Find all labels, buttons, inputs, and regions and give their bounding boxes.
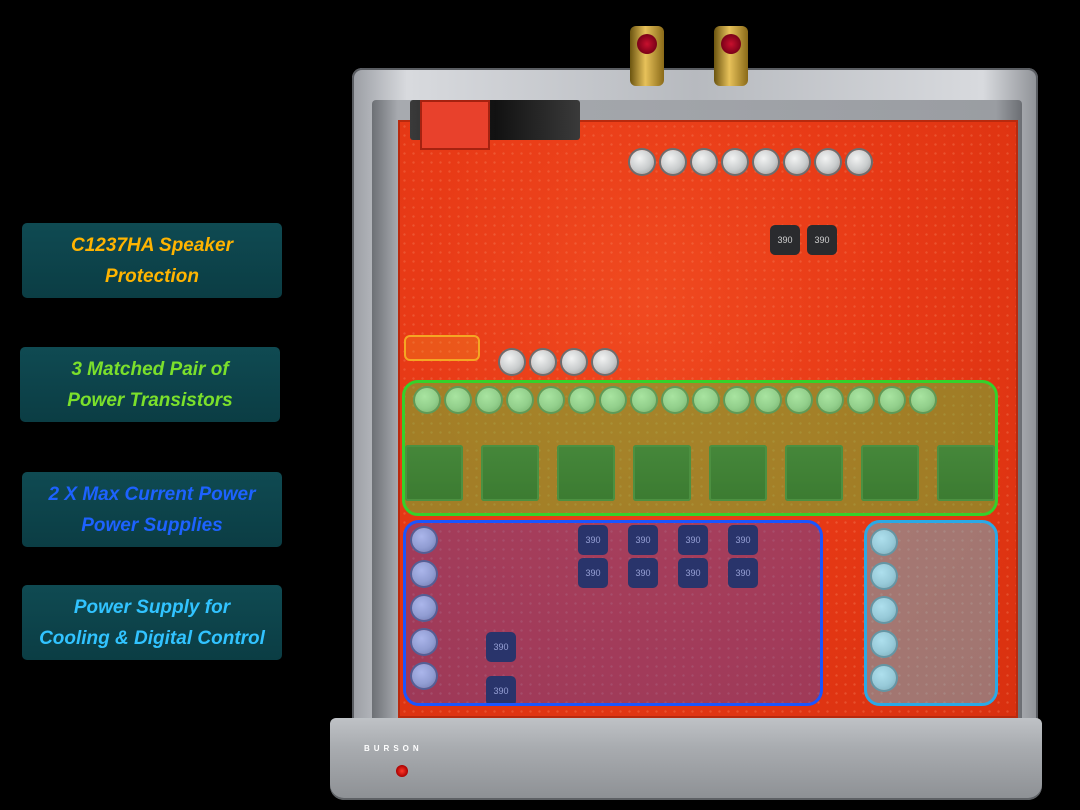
capacitor <box>754 150 778 174</box>
legend-power-supplies: 2 X Max Current Power Power Supplies <box>22 472 282 547</box>
legend-power-supplies-text: 2 X Max Current Power Power Supplies <box>48 483 256 536</box>
capacitor <box>849 388 873 412</box>
capacitor <box>412 664 436 688</box>
legend-power-transistors: 3 Matched Pair of Power Transistors <box>20 347 280 422</box>
inductor: 390 <box>807 225 837 255</box>
legend-speaker-protection-text: C1237HA Speaker Protection <box>71 234 233 287</box>
capacitor <box>723 150 747 174</box>
brand-logo: BURSON <box>364 744 423 753</box>
inductor: 390 <box>770 225 800 255</box>
inductor-column-psu: 390 390 <box>486 632 516 706</box>
capacitor <box>500 350 524 374</box>
capacitor-row-top <box>630 150 871 174</box>
power-transistor <box>405 445 463 501</box>
capacitor <box>816 150 840 174</box>
inductor: 390 <box>678 525 708 555</box>
inductor-row-top: 390 390 <box>770 225 837 255</box>
capacitor <box>412 596 436 620</box>
inductor-row-psu: 390 390 390 390 <box>578 525 758 555</box>
power-transistor <box>937 445 995 501</box>
capacitor <box>477 388 501 412</box>
capacitor <box>570 388 594 412</box>
legend-cooling-digital-supply: Power Supply for Cooling & Digital Contr… <box>22 585 282 660</box>
capacitor <box>601 388 625 412</box>
power-led <box>396 765 408 777</box>
highlight-cooling-digital-supply <box>864 520 998 706</box>
inductor-row-psu-lower: 390 390 390 390 <box>578 558 758 588</box>
capacitor <box>725 388 749 412</box>
capacitor <box>818 388 842 412</box>
power-transistor <box>709 445 767 501</box>
power-transistor-row <box>405 445 995 501</box>
capacitor <box>872 598 896 622</box>
inductor: 390 <box>578 525 608 555</box>
capacitor-column-psu <box>412 528 436 688</box>
power-transistor <box>557 445 615 501</box>
speaker-binding-post-left <box>630 26 664 86</box>
capacitor <box>415 388 439 412</box>
highlight-power-transistors <box>402 380 998 516</box>
inductor: 390 <box>678 558 708 588</box>
power-transistor <box>633 445 691 501</box>
capacitor <box>787 388 811 412</box>
capacitor <box>632 388 656 412</box>
highlight-power-supplies <box>403 520 823 706</box>
speaker-binding-post-right <box>714 26 748 86</box>
power-transistor <box>481 445 539 501</box>
front-panel <box>330 718 1042 800</box>
capacitor <box>508 388 532 412</box>
inductor: 390 <box>728 558 758 588</box>
circuit-board <box>398 120 1018 718</box>
legend-cooling-digital-supply-text: Power Supply for Cooling & Digital Contr… <box>39 596 265 649</box>
capacitor <box>872 632 896 656</box>
capacitor <box>412 562 436 586</box>
legend-speaker-protection: C1237HA Speaker Protection <box>22 223 282 298</box>
inductor: 390 <box>728 525 758 555</box>
capacitor <box>872 666 896 690</box>
capacitor <box>692 150 716 174</box>
capacitor-row-mid <box>500 350 617 374</box>
capacitor <box>785 150 809 174</box>
power-transistor <box>785 445 843 501</box>
capacitor-row-transistor-zone <box>415 388 935 412</box>
inductor: 390 <box>578 558 608 588</box>
capacitor <box>694 388 718 412</box>
capacitor <box>847 150 871 174</box>
inductor: 390 <box>628 558 658 588</box>
capacitor <box>562 350 586 374</box>
capacitor <box>880 388 904 412</box>
protection-relay-board <box>420 100 490 150</box>
inductor: 390 <box>628 525 658 555</box>
capacitor <box>663 388 687 412</box>
inductor: 390 <box>486 632 516 662</box>
capacitor <box>756 388 780 412</box>
highlight-speaker-protection <box>404 335 480 361</box>
legend-power-transistors-text: 3 Matched Pair of Power Transistors <box>67 358 233 411</box>
capacitor <box>446 388 470 412</box>
capacitor <box>661 150 685 174</box>
capacitor <box>593 350 617 374</box>
capacitor <box>872 564 896 588</box>
capacitor <box>911 388 935 412</box>
capacitor <box>412 630 436 654</box>
capacitor <box>539 388 563 412</box>
power-transistor <box>861 445 919 501</box>
capacitor <box>630 150 654 174</box>
inductor: 390 <box>486 676 516 706</box>
capacitor <box>531 350 555 374</box>
